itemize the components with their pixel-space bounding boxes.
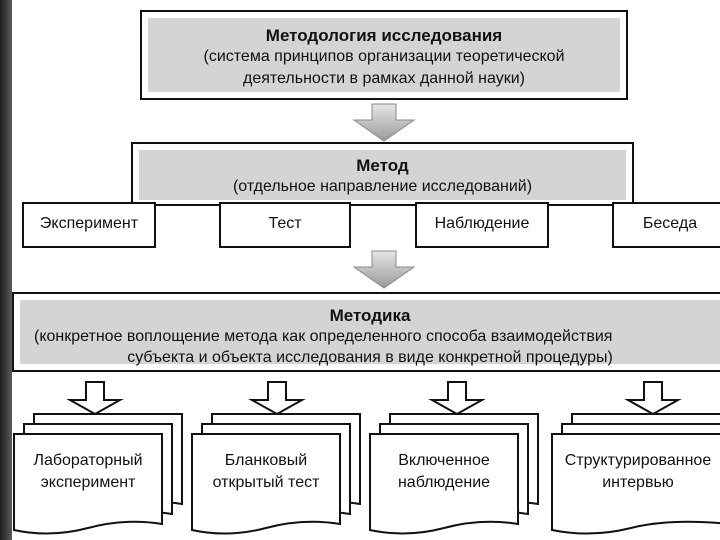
method-item-experiment: Эксперимент — [22, 202, 156, 248]
method-item-test: Тест — [219, 202, 351, 248]
methodology-line2: деятельности в рамках данной науки) — [243, 70, 525, 87]
document-label-1: Лабораторный — [33, 452, 143, 469]
document-label-2: Бланковый — [224, 452, 308, 469]
document-label-3b: наблюдение — [397, 474, 491, 491]
document-stack-icon — [551, 413, 720, 535]
arrow-down-icon — [352, 103, 416, 142]
methodology-title: Методология исследования — [265, 26, 503, 45]
document-label-1b: эксперимент — [40, 474, 136, 491]
document-stack-icon — [13, 413, 183, 535]
method-item-label: Наблюдение — [434, 215, 530, 232]
method-line1: (отдельное направление исследований) — [232, 178, 533, 195]
methodology-shade — [148, 18, 620, 92]
technique-box: Методика (конкретное воплощение метода к… — [12, 292, 720, 372]
technique-line1: (конкретное воплощение метода как опреде… — [34, 328, 613, 345]
method-item-label: Тест — [268, 215, 302, 232]
method-item-conversation: Беседа — [612, 202, 720, 248]
method-item-label: Беседа — [642, 215, 698, 232]
method-box: Метод (отдельное направление исследовани… — [131, 142, 634, 206]
arrow-down-icon — [248, 381, 306, 416]
document-label-2b: открытый тест — [212, 474, 320, 491]
arrow-down-icon — [352, 250, 416, 289]
technique-line2: субъекта и объекта исследования в виде к… — [127, 349, 613, 366]
method-title: Метод — [356, 156, 409, 175]
document-stack-icon — [191, 413, 361, 535]
document-stack-icon — [369, 413, 539, 535]
slide-left-bar — [0, 0, 12, 540]
arrow-down-icon — [66, 381, 124, 416]
document-label-4: Структурированное — [564, 452, 712, 469]
arrow-down-icon — [624, 381, 682, 416]
technique-title: Методика — [329, 306, 411, 325]
method-item-label: Эксперимент — [39, 215, 139, 232]
document-label-4b: интервью — [602, 474, 674, 491]
document-label-3: Включенное — [398, 452, 490, 469]
arrow-down-icon — [428, 381, 486, 416]
technique-shade — [20, 300, 720, 364]
methodology-line1: (система принципов организации теоретиче… — [203, 48, 565, 65]
methodology-box: Методология исследования (система принци… — [140, 10, 628, 100]
method-shade — [139, 150, 626, 200]
method-item-observation: Наблюдение — [415, 202, 549, 248]
